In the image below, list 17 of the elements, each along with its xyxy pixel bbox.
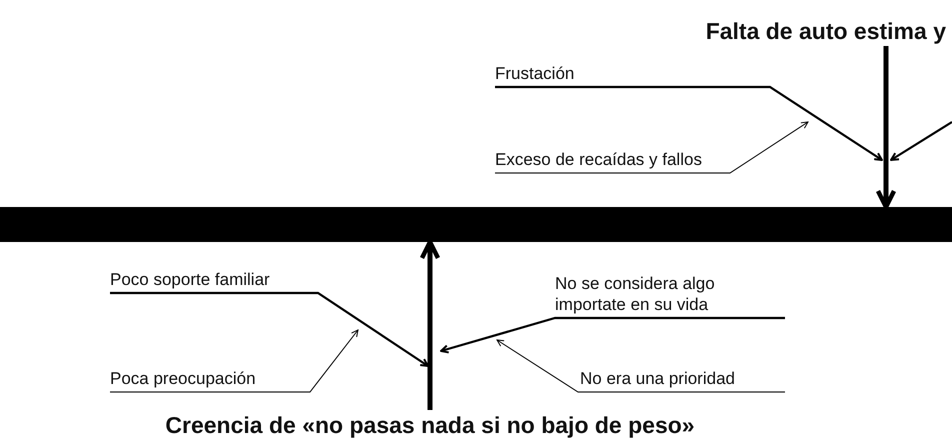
- cause-label: Poco soporte familiar: [110, 270, 270, 290]
- arrow: [440, 316, 785, 354]
- leader-line: [494, 122, 808, 174]
- sub-cause-label: No era una prioridad: [580, 368, 735, 389]
- sub-cause-label: Exceso de recaídas y fallos: [495, 150, 702, 170]
- cause-label: Frustación: [495, 64, 574, 84]
- arrow: [876, 46, 896, 210]
- arrow: [420, 240, 440, 410]
- sub-cause-label: Poca preocupación: [110, 368, 256, 389]
- arrow: [110, 292, 429, 367]
- category-label: Creencia de «no pasas nada si no bajo de peso»: [165, 412, 695, 440]
- category-label: Falta de auto estima y: [706, 18, 946, 46]
- label: No se considera algo importate en su vida: [555, 274, 716, 315]
- leader-line: [496, 340, 786, 392]
- arrow: [495, 86, 883, 161]
- spine-bar: [0, 207, 952, 242]
- leader-line: [110, 330, 358, 392]
